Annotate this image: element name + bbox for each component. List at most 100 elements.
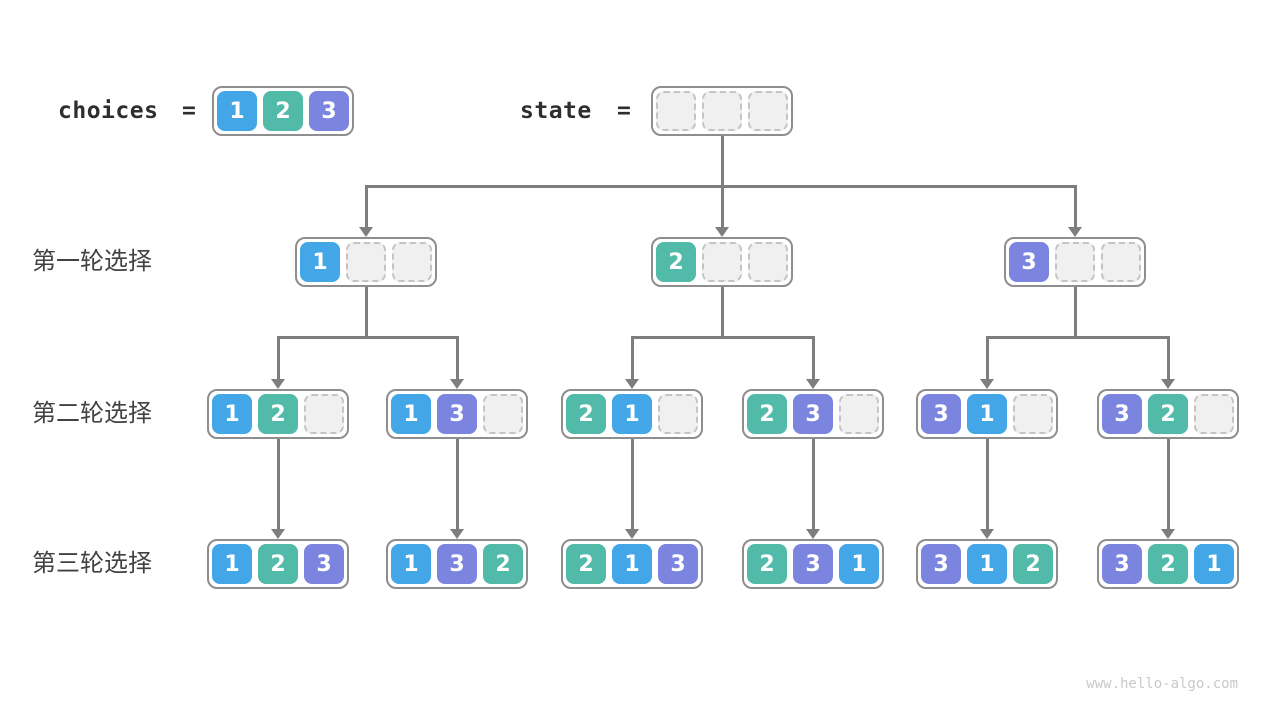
- tree-node-r1-3: 3: [1004, 237, 1146, 287]
- arrowhead: [980, 379, 994, 389]
- state-label: state: [520, 98, 592, 124]
- choice-cell-1: 1: [212, 544, 252, 584]
- arrowhead: [271, 379, 285, 389]
- choice-cell-2: 2: [656, 242, 696, 282]
- arrowhead: [980, 529, 994, 539]
- choice-cell-1: 1: [967, 544, 1007, 584]
- empty-cell: [656, 91, 696, 131]
- choice-cell-1: 1: [391, 394, 431, 434]
- connector-line: [276, 335, 459, 339]
- choice-cell-1: 1: [612, 544, 652, 584]
- arrowhead: [450, 379, 464, 389]
- connector-line: [630, 335, 815, 339]
- state-array: [651, 86, 793, 136]
- choice-cell-3: 3: [658, 544, 698, 584]
- empty-cell: [392, 242, 432, 282]
- choice-cell-3: 3: [793, 394, 833, 434]
- connector-line: [720, 136, 724, 188]
- choice-cell-3: 3: [437, 394, 477, 434]
- arrowhead: [1161, 379, 1175, 389]
- choice-cell-2: 2: [263, 91, 303, 131]
- watermark: www.hello-algo.com: [1086, 676, 1238, 692]
- empty-cell: [346, 242, 386, 282]
- connector-line: [1166, 337, 1170, 381]
- arrowhead: [271, 529, 285, 539]
- connector-line: [630, 439, 634, 531]
- connector-line: [364, 287, 368, 339]
- empty-cell: [1013, 394, 1053, 434]
- choice-cell-3: 3: [1009, 242, 1049, 282]
- arrowhead: [806, 379, 820, 389]
- empty-cell: [839, 394, 879, 434]
- choice-cell-1: 1: [839, 544, 879, 584]
- state-equals: =: [617, 98, 632, 124]
- tree-node-r1-1: 1: [295, 237, 437, 287]
- arrowhead: [1161, 529, 1175, 539]
- empty-cell: [658, 394, 698, 434]
- empty-cell: [702, 91, 742, 131]
- choice-cell-1: 1: [1194, 544, 1234, 584]
- choice-cell-3: 3: [1102, 544, 1142, 584]
- connector-line: [276, 337, 280, 381]
- arrowhead: [450, 529, 464, 539]
- tree-node-r1-2: 2: [651, 237, 793, 287]
- choice-cell-2: 2: [747, 544, 787, 584]
- connector-line: [364, 186, 368, 229]
- connector-line: [455, 439, 459, 531]
- choice-cell-1: 1: [217, 91, 257, 131]
- choice-cell-2: 2: [258, 544, 298, 584]
- connector-line: [276, 439, 280, 531]
- connector-line: [720, 287, 724, 339]
- empty-cell: [483, 394, 523, 434]
- choice-cell-2: 2: [1148, 394, 1188, 434]
- choice-cell-3: 3: [1102, 394, 1142, 434]
- arrowhead: [806, 529, 820, 539]
- choice-cell-2: 2: [258, 394, 298, 434]
- connector-line: [985, 335, 1170, 339]
- connector-line: [455, 337, 459, 381]
- empty-cell: [748, 91, 788, 131]
- connector-line: [1073, 186, 1077, 229]
- empty-cell: [1055, 242, 1095, 282]
- connector-line: [1073, 287, 1077, 339]
- arrowhead: [1068, 227, 1082, 237]
- connector-line: [720, 186, 724, 229]
- empty-cell: [748, 242, 788, 282]
- choices-equals: =: [182, 98, 197, 124]
- connector-line: [985, 439, 989, 531]
- empty-cell: [702, 242, 742, 282]
- choice-cell-3: 3: [793, 544, 833, 584]
- choice-cell-2: 2: [747, 394, 787, 434]
- connector-line: [1166, 439, 1170, 531]
- choice-cell-2: 2: [566, 544, 606, 584]
- empty-cell: [1101, 242, 1141, 282]
- round-label-3: 第三轮选择: [32, 550, 152, 577]
- arrowhead: [625, 529, 639, 539]
- connector-line: [985, 337, 989, 381]
- choice-cell-2: 2: [483, 544, 523, 584]
- choice-cell-3: 3: [437, 544, 477, 584]
- choices-label: choices: [58, 98, 159, 124]
- choice-cell-2: 2: [1013, 544, 1053, 584]
- choice-cell-1: 1: [612, 394, 652, 434]
- round-label-2: 第二轮选择: [32, 400, 152, 427]
- arrowhead: [715, 227, 729, 237]
- connector-line: [630, 337, 634, 381]
- connector-line: [811, 439, 815, 531]
- choice-cell-2: 2: [566, 394, 606, 434]
- choice-cell-1: 1: [967, 394, 1007, 434]
- empty-cell: [304, 394, 344, 434]
- arrowhead: [625, 379, 639, 389]
- choice-cell-3: 3: [309, 91, 349, 131]
